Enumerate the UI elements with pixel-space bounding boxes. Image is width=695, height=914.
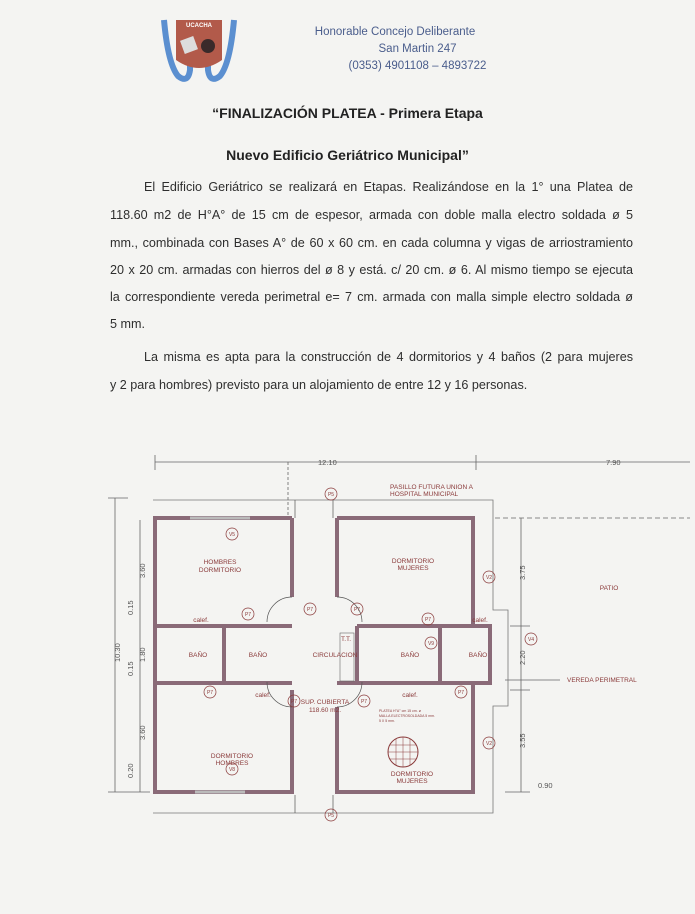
paragraph-line: 5 mm. xyxy=(110,317,145,331)
window-tag: V4 xyxy=(528,637,534,643)
window-tag: V2 xyxy=(486,741,492,747)
window-tag: V8 xyxy=(229,767,235,773)
room-label: CIRCULACION xyxy=(313,652,358,659)
paragraph-line: y 2 para hombres) previsto para un aloja… xyxy=(110,378,528,392)
paragraph-line: La misma es apta para la construcción de… xyxy=(144,350,633,364)
window-tag: V9 xyxy=(428,641,434,647)
dimension: 1.80 xyxy=(138,647,147,662)
area-label: SUP. CUBIERTA xyxy=(301,699,350,706)
dimension: 3.60 xyxy=(138,725,147,740)
dimension: 3.55 xyxy=(518,733,527,748)
door-tag: P7 xyxy=(307,607,313,613)
dimension: 10.30 xyxy=(113,643,122,662)
svg-text:UCACHA: UCACHA xyxy=(186,23,213,29)
perimeter-sidewalk xyxy=(153,499,509,814)
dimension: 0.20 xyxy=(126,763,135,778)
patio-label: PATIO xyxy=(600,585,619,592)
room-label: BAÑO xyxy=(469,650,487,659)
room-label: BAÑO xyxy=(189,650,207,659)
heater-label: calef. xyxy=(472,617,488,624)
dimension: 0.15 xyxy=(126,600,135,615)
room-label: T.T. xyxy=(341,636,351,643)
room-label: BAÑO xyxy=(401,650,419,659)
dimension: 7.90 xyxy=(606,458,621,467)
heater-label: calef. xyxy=(402,692,418,699)
doors xyxy=(190,500,363,813)
door-tag: P5 xyxy=(328,813,334,819)
door-tag: P7 xyxy=(207,690,213,696)
door-tag: P7 xyxy=(425,617,431,623)
institution-address: San Martin 247 xyxy=(378,43,457,55)
window-tag: V2 xyxy=(486,575,492,581)
institution-phone: (0353) 4901108 – 4893722 xyxy=(348,60,487,72)
document-subtitle: Nuevo Edificio Geriátrico Municipal” xyxy=(226,147,469,163)
stairs xyxy=(339,632,355,682)
room-label: DORMITORIO xyxy=(391,771,433,778)
room-label: BAÑO xyxy=(249,650,267,659)
platea-note: MALLA ELECTROSOLDADA 5 mm. xyxy=(379,714,435,718)
window-tag: V5 xyxy=(229,532,235,538)
platea-note: 5 X 5 mm. xyxy=(379,719,395,723)
door-tag: P7 xyxy=(245,612,251,618)
dimension: 3.75 xyxy=(518,565,527,580)
dimension: 0.15 xyxy=(126,661,135,676)
sidewalk-label: VEREDA PERIMETRAL xyxy=(567,677,637,684)
dimension: 2.20 xyxy=(518,650,527,665)
room-label: HOMBRES xyxy=(216,760,250,767)
platea-note: PLATEA H°A° cm 15 cm. ø xyxy=(379,709,422,713)
door-tag: P7 xyxy=(354,607,360,613)
heater-label: calef. xyxy=(193,617,209,624)
paragraph-line: El Edificio Geriátrico se realizará en E… xyxy=(144,180,633,194)
room-label: DORMITORIO xyxy=(211,753,253,760)
paragraph-line: la correspondiente vereda perimetral e= … xyxy=(110,290,633,304)
dimension: 0.90 xyxy=(538,781,553,790)
paragraph-line: 118.60 m2 de H°A° de 15 cm de espesor, a… xyxy=(110,208,633,222)
heater-label: calef. xyxy=(255,692,271,699)
dimension: 12.10 xyxy=(318,458,337,467)
room-label: MUJERES xyxy=(397,565,429,572)
area-label: 118.60 m2. xyxy=(309,707,341,714)
corridor-label: PASILLO FUTURA UNION A xyxy=(390,484,474,491)
room-label: DORMITORIO xyxy=(199,567,241,574)
door-tag: P5 xyxy=(328,492,334,498)
room-label: MUJERES xyxy=(396,778,428,785)
door-tag: P7 xyxy=(291,699,297,705)
room-label: DORMITORIO xyxy=(392,558,434,565)
dimension-lines xyxy=(108,455,690,793)
corridor-label: HOSPITAL MUNICIPAL xyxy=(390,491,459,498)
room-label: HOMBRES xyxy=(204,559,238,566)
door-tag: P7 xyxy=(458,690,464,696)
municipal-logo: UCACHA xyxy=(160,14,238,84)
door-tag: P7 xyxy=(361,699,367,705)
paragraph-line: mm., combinada con Bases A° de 60 x 60 c… xyxy=(110,236,633,250)
paragraph-line: 20 x 20 cm. armadas con hierros del ø 8 … xyxy=(110,263,633,277)
institution-name: Honorable Concejo Deliberante xyxy=(314,26,476,38)
document-title: “FINALIZACIÓN PLATEA - Primera Etapa xyxy=(212,105,483,121)
dimension: 3.60 xyxy=(138,563,147,578)
